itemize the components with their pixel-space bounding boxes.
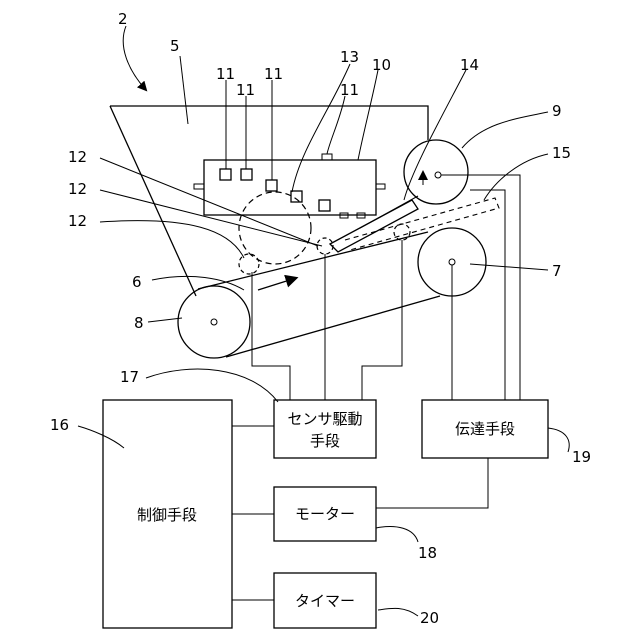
ref-15: 15 bbox=[552, 144, 571, 162]
ref-7: 7 bbox=[552, 262, 562, 280]
sensor-drive-label: センサ駆動 bbox=[287, 410, 362, 428]
housing-left-wall bbox=[110, 106, 196, 296]
ref-12a: 12 bbox=[68, 148, 87, 166]
sensor-unit bbox=[204, 160, 376, 215]
wire-guide-transmission bbox=[470, 190, 505, 400]
leader-2 bbox=[123, 26, 146, 90]
sensing-area-small bbox=[317, 238, 333, 254]
ref-11d: 11 bbox=[340, 81, 359, 99]
roller-9 bbox=[404, 140, 468, 204]
belt-direction-arrow bbox=[258, 278, 296, 290]
transmission-label: 伝達手段 bbox=[455, 420, 515, 438]
leader-20 bbox=[378, 608, 418, 616]
leader-18 bbox=[376, 527, 418, 542]
scraper-blade bbox=[330, 200, 418, 252]
leader-8 bbox=[148, 318, 182, 322]
sensor-element bbox=[241, 169, 252, 180]
sensor-unit-top-tab bbox=[322, 154, 332, 160]
sensing-area-small bbox=[239, 254, 259, 274]
ref-12c: 12 bbox=[68, 212, 87, 230]
ref-20: 20 bbox=[420, 609, 439, 627]
sensor-element bbox=[266, 180, 277, 191]
ref-2: 2 bbox=[118, 10, 128, 28]
leader-17 bbox=[146, 369, 278, 402]
roller-7-axis bbox=[449, 259, 455, 265]
ref-10: 10 bbox=[372, 56, 391, 74]
leader-19 bbox=[548, 428, 569, 452]
leader-7 bbox=[470, 264, 548, 270]
sensor-drive-label-2: 手段 bbox=[310, 432, 340, 450]
ref-9: 9 bbox=[552, 102, 562, 120]
ref-5: 5 bbox=[170, 37, 180, 55]
ref-12b: 12 bbox=[68, 180, 87, 198]
wire-sensor-drive-1 bbox=[252, 272, 290, 400]
control-label: 制御手段 bbox=[137, 506, 197, 524]
leader-5 bbox=[180, 56, 188, 124]
ref-14: 14 bbox=[460, 56, 479, 74]
timer-label: タイマー bbox=[295, 592, 355, 610]
ref-6: 6 bbox=[132, 273, 142, 291]
roller-9-axis bbox=[435, 172, 441, 178]
roller-8 bbox=[178, 286, 250, 358]
ref-17: 17 bbox=[120, 368, 139, 386]
leader-15 bbox=[484, 154, 548, 200]
leader-12b bbox=[100, 190, 322, 246]
ref-19: 19 bbox=[572, 448, 591, 466]
ref-11b: 11 bbox=[236, 81, 255, 99]
leader-12a bbox=[100, 158, 318, 246]
leader-16 bbox=[78, 426, 124, 448]
wire-sensor-drive-3 bbox=[362, 240, 402, 400]
ref-18: 18 bbox=[418, 544, 437, 562]
ref-11c: 11 bbox=[264, 65, 283, 83]
sensor-element bbox=[220, 169, 231, 180]
sensor-element bbox=[291, 191, 302, 202]
wire-motor-transmission bbox=[376, 458, 488, 508]
conveyor-belt-top bbox=[198, 232, 428, 289]
sensor-element bbox=[319, 200, 330, 211]
ref-11a: 11 bbox=[216, 65, 235, 83]
leader-6 bbox=[152, 276, 244, 290]
motor-label: モーター bbox=[295, 505, 355, 523]
leader-12c bbox=[100, 221, 244, 258]
sensor-unit-left-tab bbox=[194, 184, 204, 189]
ref-16: 16 bbox=[50, 416, 69, 434]
roller-8-axis bbox=[211, 319, 217, 325]
wire-roller9-transmission-a bbox=[441, 175, 520, 400]
ref-13: 13 bbox=[340, 48, 359, 66]
housing-outline bbox=[110, 106, 428, 140]
leader-14 bbox=[404, 70, 466, 200]
sensor-unit-right-tab bbox=[376, 184, 385, 189]
ref-8: 8 bbox=[134, 314, 144, 332]
leader-10 bbox=[358, 70, 378, 160]
conveyor-belt-bottom bbox=[226, 296, 440, 357]
leader-9 bbox=[462, 112, 548, 148]
scraper-arm bbox=[360, 196, 418, 228]
